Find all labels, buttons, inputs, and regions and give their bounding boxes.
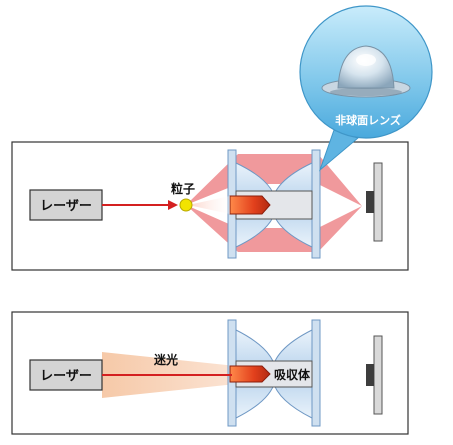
stray-light-label: 迷光 <box>153 352 178 367</box>
aspheric-lens-icon <box>321 45 411 98</box>
lens-callout: 非球面レンズ <box>299 5 433 172</box>
top-scatter-cone <box>188 196 230 214</box>
bottom-lens-right-flange <box>311 319 321 427</box>
particle-label: 粒子 <box>171 181 195 196</box>
bottom-detector-block-icon <box>366 335 383 415</box>
absorber-label: 吸収体 <box>274 367 311 382</box>
bottom-panel: 吸収体 レーザー 迷光 <box>11 311 409 435</box>
particle-dot-icon <box>179 198 193 212</box>
bottom-laser-box <box>29 359 103 391</box>
top-laser-arrowhead <box>168 200 178 210</box>
top-detector-block-icon <box>366 162 383 242</box>
bottom-absorber-arrow <box>229 365 271 383</box>
top-laser-box <box>29 189 103 221</box>
bottom-laser-label: レーザー <box>40 369 92 384</box>
top-panel: レーザー 粒子 <box>11 141 409 271</box>
top-lens-right-flange <box>311 149 321 259</box>
top-laser-label: レーザー <box>40 199 92 214</box>
aspheric-lens-label: 非球面レンズ <box>335 113 401 127</box>
top-absorber-arrow <box>229 195 271 215</box>
